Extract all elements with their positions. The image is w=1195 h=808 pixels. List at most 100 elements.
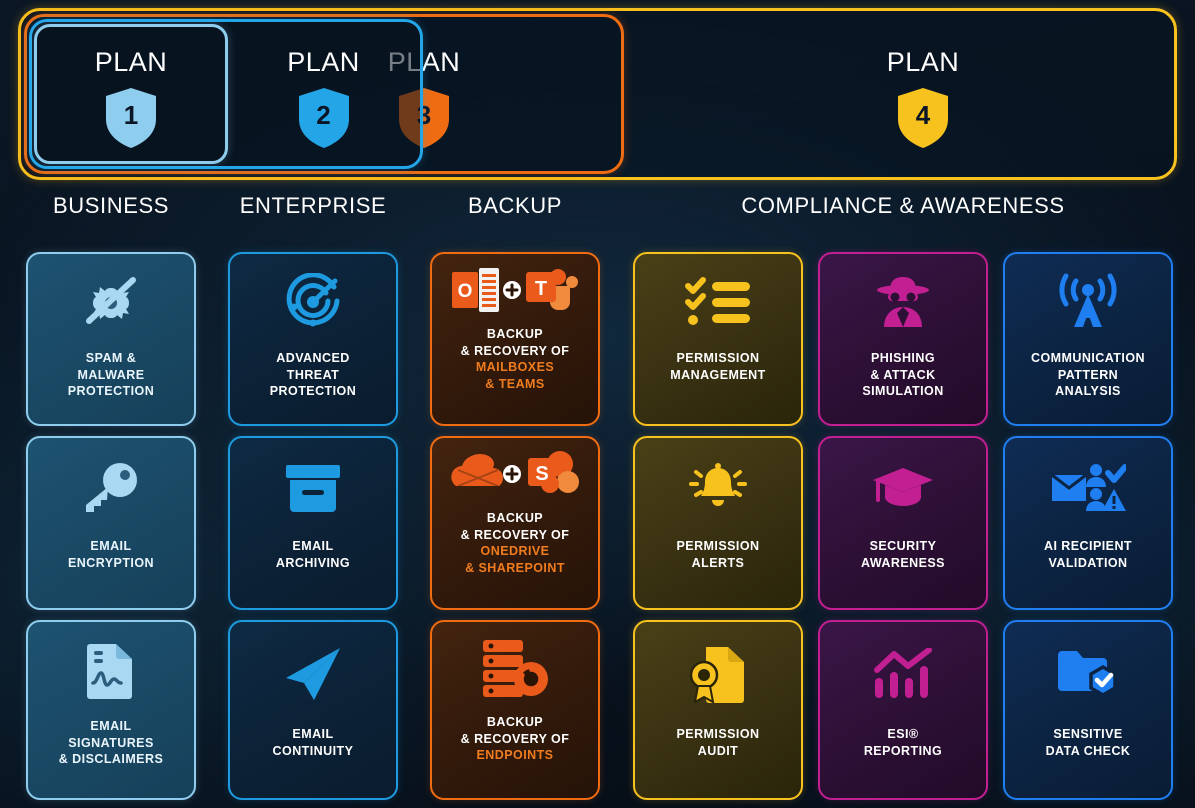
signed-document-icon: [28, 622, 194, 718]
key-icon: [28, 438, 194, 538]
column-title-compliance: COMPLIANCE & AWARENESS: [741, 193, 1065, 218]
plan-header: PLAN 4 PLAN 3 PLAN 2 PLAN: [18, 8, 1177, 180]
broadcast-antenna-icon: [1005, 254, 1171, 350]
plan-2-number: 2: [316, 100, 331, 130]
plan-4-shield: 4: [421, 87, 1195, 149]
card-caption: COMMUNICATION PATTERN ANALYSIS: [1025, 350, 1151, 400]
card-security-awareness[interactable]: SECURITY AWARENESS: [818, 436, 988, 610]
caption-line-2: AWARENESS: [861, 555, 945, 570]
card-caption: EMAIL ARCHIVING: [270, 538, 356, 571]
spy-hat-icon: [820, 254, 986, 350]
card-caption: SENSITIVE DATA CHECK: [1040, 726, 1137, 759]
caption-line-1: COMMUNICATION: [1031, 351, 1145, 365]
caption-line-2: REPORTING: [863, 743, 943, 758]
caption-line-1: EMAIL: [90, 539, 132, 553]
caption-accent-2: & TEAMS: [485, 376, 545, 391]
caption-line-3: PROTECTION: [269, 384, 357, 398]
card-email-encryption[interactable]: EMAIL ENCRYPTION: [26, 436, 196, 610]
caption-accent-2: & SHAREPOINT: [465, 560, 565, 575]
caption-line-1: PERMISSION: [676, 351, 760, 365]
caption-line-3: & DISCLAIMERS: [58, 752, 164, 766]
card-backup-onedrive-sharepoint[interactable]: S BACKUP & RECOVERY OF ONEDRIVE & SHAREP…: [430, 436, 600, 610]
column-title-enterprise: ENTERPRISE: [239, 193, 387, 218]
card-phishing-attack-simulation[interactable]: PHISHING & ATTACK SIMULATION: [818, 252, 988, 426]
card-caption: ESI® REPORTING: [858, 726, 948, 759]
spam-malware-shield-icon: [28, 254, 194, 350]
caption-line-1: SECURITY: [869, 539, 937, 553]
card-spam-malware-protection[interactable]: SPAM & MALWARE PROTECTION: [26, 252, 196, 426]
card-permission-alerts[interactable]: PERMISSION ALERTS: [633, 436, 803, 610]
graduation-cap-icon: [820, 438, 986, 538]
svg-text:T: T: [535, 278, 547, 300]
card-esi-reporting[interactable]: ESI® REPORTING: [818, 620, 988, 800]
caption-line-1: ADVANCED: [276, 351, 350, 365]
caption-line-1: EMAIL: [292, 539, 334, 553]
card-caption: EMAIL SIGNATURES & DISCLAIMERS: [53, 718, 169, 768]
outlook-plus-teams-icon: O T: [432, 254, 598, 326]
card-advanced-threat-protection[interactable]: ADVANCED THREAT PROTECTION: [228, 252, 398, 426]
card-backup-endpoints[interactable]: BACKUP & RECOVERY OF ENDPOINTS: [430, 620, 600, 800]
archive-box-icon: [230, 438, 396, 538]
caption-line-1: EMAIL: [292, 727, 334, 741]
caption-line-3: ANALYSIS: [1055, 384, 1121, 398]
caption-line-1: AI RECIPIENT: [1043, 539, 1133, 553]
caption-line-2: AUDIT: [697, 743, 739, 758]
caption-line-2: ALERTS: [691, 555, 745, 570]
caption-line-2: SIGNATURES: [68, 735, 154, 750]
alert-bell-icon: [635, 438, 801, 538]
plan-1-label: PLAN: [94, 47, 168, 77]
advanced-threat-target-icon: [230, 254, 396, 350]
caption-line-3: SIMULATION: [862, 384, 944, 398]
caption-accent-1: ONEDRIVE: [480, 544, 550, 558]
caption-line-2: MANAGEMENT: [670, 367, 766, 382]
caption-line-2: & ATTACK: [870, 367, 936, 382]
caption-line-2: & RECOVERY OF: [460, 527, 570, 542]
caption-line-1: PERMISSION: [676, 539, 760, 553]
card-caption: EMAIL CONTINUITY: [267, 726, 360, 759]
card-ai-recipient-validation[interactable]: AI RECIPIENT VALIDATION: [1003, 436, 1173, 610]
caption-line-2: & RECOVERY OF: [460, 731, 570, 746]
card-email-archiving[interactable]: EMAIL ARCHIVING: [228, 436, 398, 610]
envelope-users-check-icon: [1005, 438, 1171, 538]
checklist-icon: [635, 254, 801, 350]
card-permission-audit[interactable]: PERMISSION AUDIT: [633, 620, 803, 800]
bar-chart-trend-icon: [820, 622, 986, 726]
caption-line-1: ESI®: [887, 727, 919, 741]
card-email-continuity[interactable]: EMAIL CONTINUITY: [228, 620, 398, 800]
svg-text:O: O: [458, 281, 473, 302]
caption-line-2: DATA CHECK: [1045, 743, 1131, 758]
card-caption: PERMISSION MANAGEMENT: [664, 350, 771, 383]
card-backup-mailboxes-teams[interactable]: O T BACKUP & RECOVERY OF: [430, 252, 600, 426]
caption-line-2: CONTINUITY: [272, 743, 354, 758]
card-communication-pattern-analysis[interactable]: COMMUNICATION PATTERN ANALYSIS: [1003, 252, 1173, 426]
onedrive-plus-sharepoint-icon: S: [432, 438, 598, 510]
card-caption: SECURITY AWARENESS: [855, 538, 951, 571]
plan-4-number: 4: [915, 100, 931, 130]
caption-line-1: PERMISSION: [676, 727, 760, 741]
feature-card-grid: SPAM & MALWARE PROTECTION ADVANCED THREA…: [0, 246, 1195, 806]
card-sensitive-data-check[interactable]: SENSITIVE DATA CHECK: [1003, 620, 1173, 800]
certified-document-icon: [635, 622, 801, 726]
caption-line-2: ARCHIVING: [275, 555, 351, 570]
plan-1-shield: 1: [37, 87, 225, 149]
caption-line-3: PROTECTION: [67, 384, 155, 398]
caption-line-1: BACKUP: [486, 715, 544, 729]
card-email-signatures-disclaimers[interactable]: EMAIL SIGNATURES & DISCLAIMERS: [26, 620, 196, 800]
plan-4-label: PLAN: [886, 47, 960, 77]
plan-box-1[interactable]: PLAN 1: [34, 24, 228, 164]
caption-accent-1: MAILBOXES: [475, 360, 555, 374]
caption-line-1: SENSITIVE: [1053, 727, 1123, 741]
caption-line-2: MALWARE: [77, 367, 145, 382]
card-caption: BACKUP & RECOVERY OF MAILBOXES & TEAMS: [455, 326, 576, 392]
card-caption: PERMISSION ALERTS: [671, 538, 766, 571]
svg-text:S: S: [535, 463, 548, 485]
caption-line-2: THREAT: [286, 367, 340, 382]
caption-line-1: EMAIL: [90, 719, 132, 733]
plan-2-shield: 2: [221, 87, 426, 149]
card-permission-management[interactable]: PERMISSION MANAGEMENT: [633, 252, 803, 426]
caption-line-1: SPAM &: [85, 351, 137, 365]
card-caption: PHISHING & ATTACK SIMULATION: [856, 350, 949, 400]
column-title-business: BUSINESS: [52, 193, 170, 218]
caption-line-1: BACKUP: [486, 511, 544, 525]
caption-line-1: PHISHING: [870, 351, 936, 365]
